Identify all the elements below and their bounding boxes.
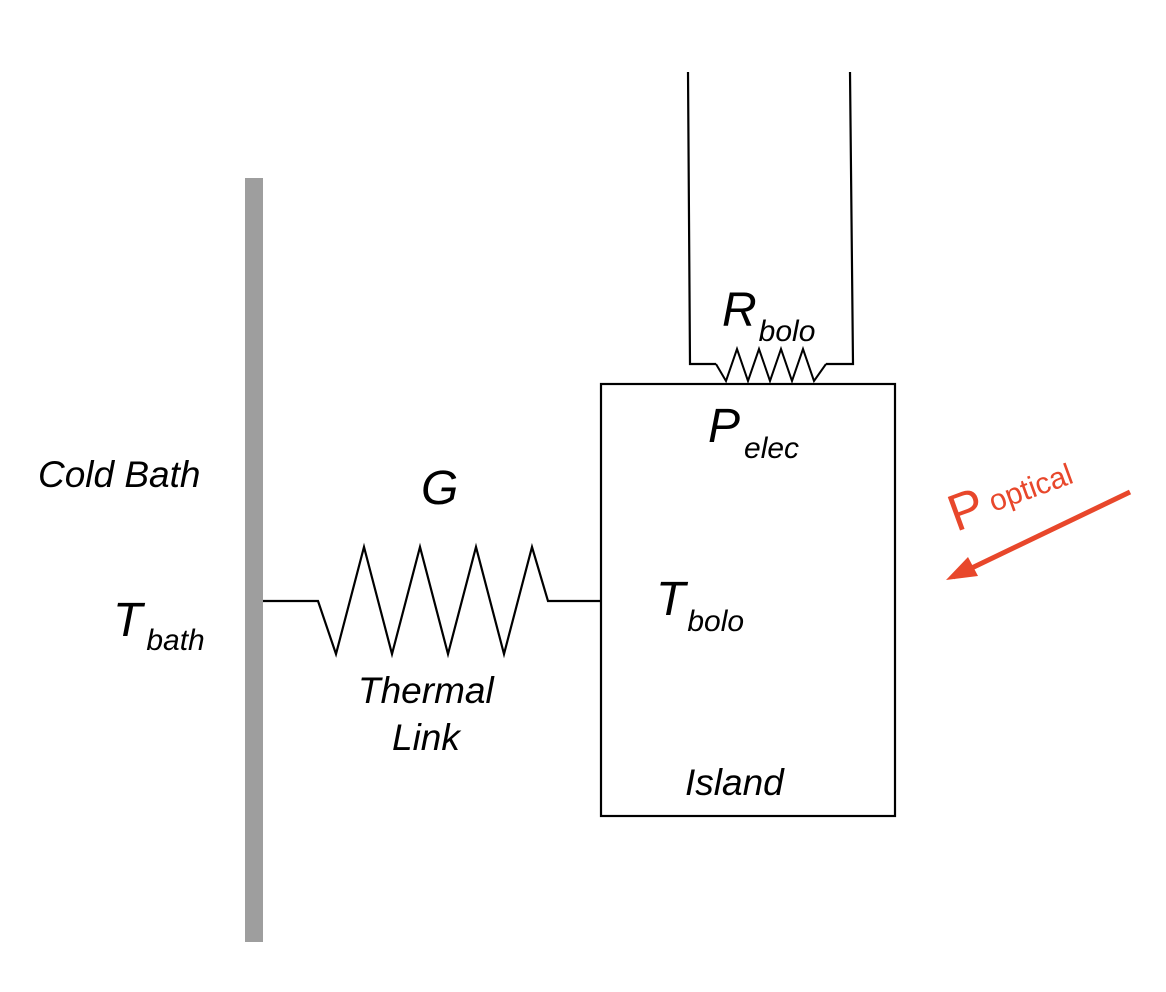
optical-arrow [951, 489, 1132, 580]
t-bolo-sub: bolo [687, 605, 744, 638]
island-label: Island [685, 762, 785, 803]
p-elec-sub: elec [744, 432, 799, 465]
r-bolo-main: R [722, 284, 757, 337]
g-label: G [421, 462, 458, 515]
link-label: Link [392, 717, 462, 758]
t-bolo-main: T [656, 573, 689, 626]
bolo-resistor [715, 345, 827, 385]
optical-arrowhead [946, 557, 978, 580]
thermal-label: Thermal [358, 670, 495, 711]
cold-bath-label: Cold Bath [38, 454, 201, 495]
left-lead [686, 71, 716, 366]
r-bolo-sub: bolo [759, 315, 816, 348]
cold-bath-bar [245, 178, 263, 942]
p-optical-label: P optical [940, 458, 1078, 543]
right-lead [826, 71, 855, 366]
p-elec-main: P [708, 400, 740, 453]
thermal-link-resistor [263, 542, 601, 659]
p-optical-sub: optical [985, 458, 1078, 519]
r-bolo-label: Rbolo [722, 284, 815, 348]
t-bath-sub: bath [146, 624, 204, 657]
t-bath-main: T [113, 594, 146, 647]
t-bolo-label: Tbolo [656, 573, 744, 638]
